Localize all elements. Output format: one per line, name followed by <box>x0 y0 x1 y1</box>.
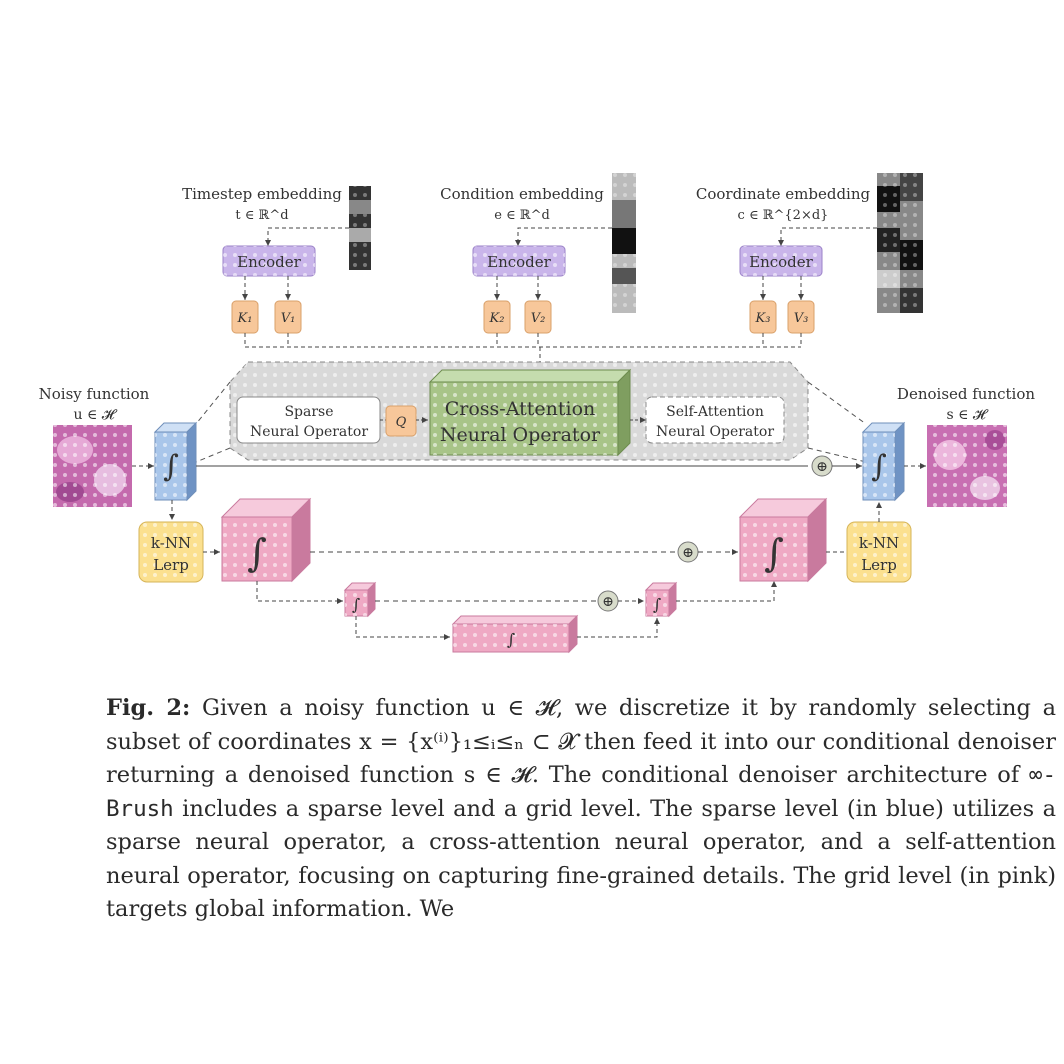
timestep-embedding-math: t ∈ ℝ^d <box>235 208 288 223</box>
grid-integral-small-left: ∫ <box>343 581 377 618</box>
knn-right-line2: Lerp <box>861 556 897 574</box>
knn-left-line2: Lerp <box>153 556 189 574</box>
coordinate-embedding-title: Coordinate embedding <box>696 185 871 203</box>
self-op-line2: Neural Operator <box>656 424 774 440</box>
knn-right-line1: k-NN <box>859 534 899 552</box>
svg-text:K₁: K₁ <box>237 311 253 326</box>
svg-text:V₁: V₁ <box>281 311 296 326</box>
noisy-math: u ∈ 𝓗 <box>74 407 118 423</box>
caption-line-6: capturing fine-grained details. The grid… <box>106 862 1057 923</box>
svg-text:∫: ∫ <box>507 630 515 649</box>
cross-op-line1: Cross-Attention <box>445 398 596 420</box>
query-box <box>385 405 417 437</box>
sparse-op-line1: Sparse <box>284 404 333 420</box>
denoised-title: Denoised function <box>897 385 1035 403</box>
encoder-2-label: Encoder <box>487 253 552 271</box>
svg-text:∫: ∫ <box>764 531 784 575</box>
noisy-title: Noisy function <box>39 385 150 403</box>
integral-symbol: ∫ <box>163 449 179 484</box>
svg-text:K₃: K₃ <box>755 311 771 326</box>
grid-integral-small-right: ∫ <box>644 581 678 618</box>
svg-text:⊕: ⊕ <box>602 594 614 610</box>
grid-integral-large-left: ∫ <box>220 497 312 583</box>
caption-line-3: denoised function s ∈ 𝓗. The conditional… <box>247 762 1020 788</box>
figure-caption: Fig. 2: Given a noisy function u ∈ 𝓗, we… <box>106 692 1056 927</box>
svg-text:∫: ∫ <box>653 595 661 614</box>
svg-text:K₂: K₂ <box>489 311 505 326</box>
caption-line-1: Given a noisy function u ∈ 𝓗, we discret… <box>106 695 1056 755</box>
caption-line-2: coordinates x = {x⁽ⁱ⁾}₁≤ᵢ≤ₙ ⊂ 𝓧 then fee… <box>106 728 1056 789</box>
svg-text:⊕: ⊕ <box>816 459 828 475</box>
timestep-embedding-title: Timestep embedding <box>182 185 342 203</box>
caption-line-5: a cross-attention neural operator, and a… <box>106 829 1056 889</box>
knn-left-line1: k-NN <box>151 534 191 552</box>
sparse-integral-left: ∫ <box>153 421 198 502</box>
cross-op-line2: Neural Operator <box>440 424 601 446</box>
knn-lerp-left: k-NN Lerp <box>138 521 204 583</box>
coordinate-embedding-column: Coordinate embedding c ∈ ℝ^{2×d} Encoder… <box>696 173 923 334</box>
coordinate-embedding-matrix <box>877 173 923 313</box>
cross-attention-neural-operator: Cross-Attention Neural Operator <box>428 368 632 457</box>
caption-line-3b: includes a <box>182 795 300 822</box>
grid-integral-large-right: ∫ <box>738 497 828 583</box>
svg-text:∫: ∫ <box>247 531 267 575</box>
denoised-math: s ∈ 𝓗 <box>946 407 988 423</box>
sparse-level-panel: Sparse Neural Operator Q Cross-Attention… <box>195 361 867 463</box>
encoder-1-label: Encoder <box>237 253 302 271</box>
condition-embedding-math: e ∈ ℝ^d <box>494 208 550 223</box>
svg-text:∫: ∫ <box>871 449 887 484</box>
denoised-function: Denoised function s ∈ 𝓗 <box>897 385 1035 507</box>
caption-method-name: ∞-Brush <box>106 762 1057 822</box>
kv-merge-lines <box>244 333 802 372</box>
architecture-diagram: Timestep embedding t ∈ ℝ^d Encoder K₁ V₁… <box>39 173 1035 654</box>
timestep-embedding-vector <box>349 186 371 270</box>
condition-embedding-vector <box>612 173 636 313</box>
noisy-function: Noisy function u ∈ 𝓗 <box>39 385 150 507</box>
self-attention-neural-operator <box>645 396 785 444</box>
caption-label: Fig. 2: <box>106 695 191 721</box>
svg-text:V₃: V₃ <box>794 311 809 326</box>
condition-embedding-column: Condition embedding e ∈ ℝ^d Encoder K₂ V… <box>440 173 636 334</box>
condition-embedding-title: Condition embedding <box>440 185 604 203</box>
self-op-line1: Self-Attention <box>666 404 764 420</box>
sparse-op-line2: Neural Operator <box>250 424 368 440</box>
encoder-3-label: Encoder <box>749 253 814 271</box>
caption-line-4: sparse level and a grid level. The spars… <box>106 795 1056 856</box>
svg-text:V₂: V₂ <box>531 311 546 326</box>
query-label: Q <box>396 415 407 430</box>
svg-text:⊕: ⊕ <box>682 545 694 561</box>
grid-integral-bottleneck: ∫ <box>451 614 579 654</box>
coordinate-embedding-math: c ∈ ℝ^{2×d} <box>738 208 829 223</box>
svg-text:∫: ∫ <box>352 595 360 614</box>
sparse-integral-right: ∫ <box>861 421 906 502</box>
timestep-embedding-column: Timestep embedding t ∈ ℝ^d Encoder K₁ V₁ <box>182 185 371 334</box>
knn-lerp-right: k-NN Lerp <box>846 521 912 583</box>
